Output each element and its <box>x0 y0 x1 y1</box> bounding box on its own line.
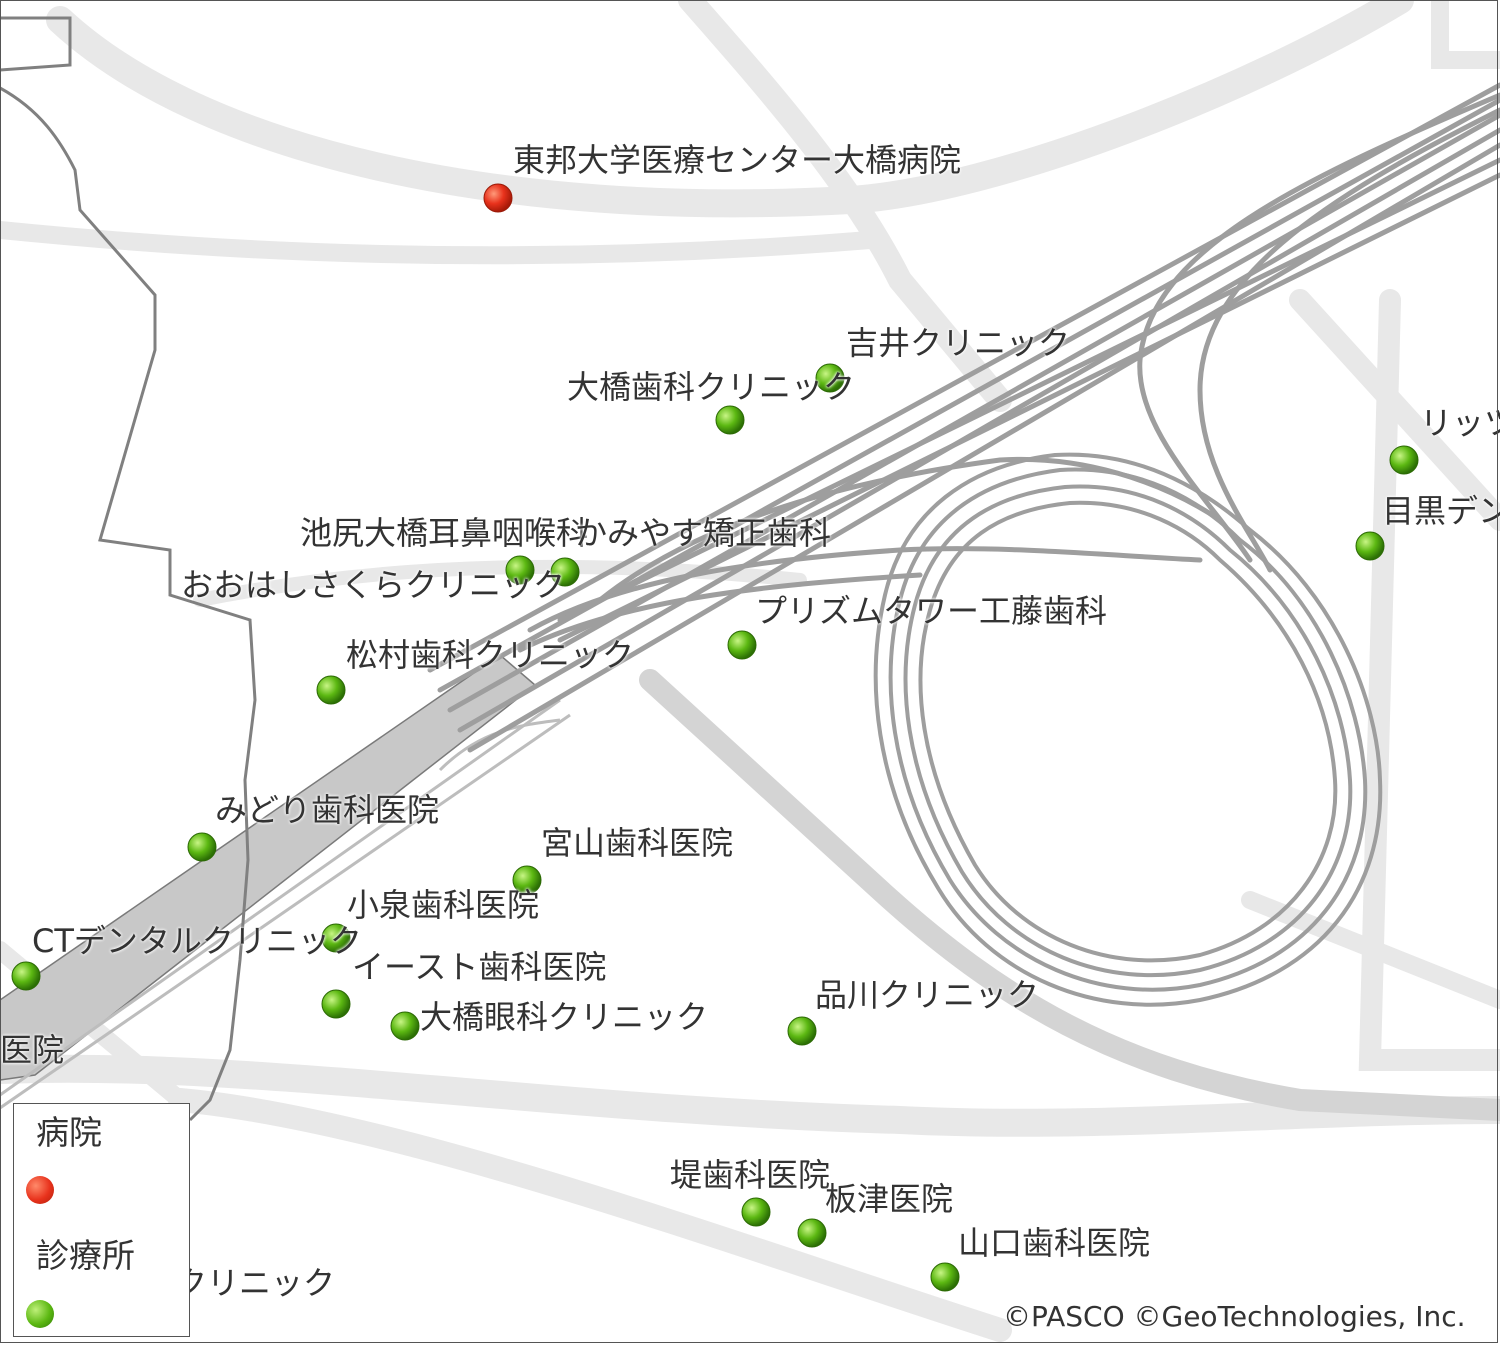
label-edge-left: 医院 <box>0 1031 65 1069</box>
miyayama-marker[interactable] <box>512 865 542 895</box>
ward-boundary <box>0 16 257 1122</box>
label-itazu: 板津医院 <box>825 1180 954 1218</box>
label-yamaguchi: 山口歯科医院 <box>958 1224 1151 1262</box>
ct-dental-marker[interactable] <box>321 923 351 953</box>
prism-marker[interactable] <box>727 630 757 660</box>
label-yoshii: 吉井クリニック <box>846 324 1071 362</box>
label-east: イースト歯科医院 <box>352 948 607 986</box>
toho-marker[interactable] <box>483 183 513 213</box>
rits-marker[interactable] <box>1389 445 1419 475</box>
attribution: ©PASCO ©GeoTechnologies, Inc. <box>1003 1300 1466 1333</box>
label-ohashi-dental: 大橋歯科クリニック <box>567 368 856 406</box>
meguro-marker[interactable] <box>1355 531 1385 561</box>
ohashi-dental-marker[interactable] <box>715 405 745 435</box>
east-marker[interactable] <box>321 989 351 1019</box>
tsutsumi-marker[interactable] <box>741 1197 771 1227</box>
kamiyasu-marker[interactable] <box>550 557 580 587</box>
yamaguchi-marker[interactable] <box>930 1262 960 1292</box>
label-bottom-partial: クリニック <box>175 1264 336 1302</box>
label-shinagawa: 品川クリニック <box>815 976 1040 1014</box>
label-midori: みどり歯科医院 <box>215 791 440 829</box>
midori-marker[interactable] <box>187 832 217 862</box>
label-tsutsumi: 堤歯科医院 <box>670 1156 831 1194</box>
legend-hospital-icon <box>26 1176 54 1204</box>
label-ct-dental: CTデンタルクリニック <box>32 922 362 960</box>
label-toho: 東邦大学医療センター大橋病院 <box>513 141 962 179</box>
label-kamiyasu: かみやす矯正歯科 <box>575 514 832 552</box>
label-ohashi-sakura: おおはしさくらクリニック <box>181 566 566 604</box>
legend-clinic-label: 診療所 <box>36 1236 135 1275</box>
arterial-road <box>639 669 1500 1121</box>
shinagawa-marker[interactable] <box>787 1016 817 1046</box>
ohashi-eye-marker[interactable] <box>390 1011 420 1041</box>
label-rits-partial: リッツ <box>1420 404 1500 442</box>
station-platform <box>0 654 537 1081</box>
edge-left-marker[interactable] <box>11 961 41 991</box>
label-matsumura: 松村歯科クリニック <box>346 636 635 674</box>
legend-hospital-label: 病院 <box>36 1113 102 1152</box>
label-miyayama: 宮山歯科医院 <box>541 824 734 862</box>
itazu-marker[interactable] <box>797 1218 827 1248</box>
poi-markers <box>11 183 1419 1292</box>
yoshii-marker[interactable] <box>815 363 845 393</box>
label-prism: プリズムタワー工藤歯科 <box>755 592 1108 630</box>
label-ikejiri: 池尻大橋耳鼻咽喉科 <box>300 514 589 552</box>
label-meguro-partial: 目黒デン <box>1382 492 1500 530</box>
matsumura-marker[interactable] <box>316 675 346 705</box>
label-ohashi-eye: 大橋眼科クリニック <box>420 998 709 1036</box>
legend: 病院 診療所 <box>13 1103 190 1337</box>
legend-clinic-icon <box>26 1300 54 1328</box>
interchange-loop <box>873 452 1383 1007</box>
ikejiri-marker[interactable] <box>505 555 535 585</box>
label-koizumi: 小泉歯科医院 <box>347 886 540 924</box>
